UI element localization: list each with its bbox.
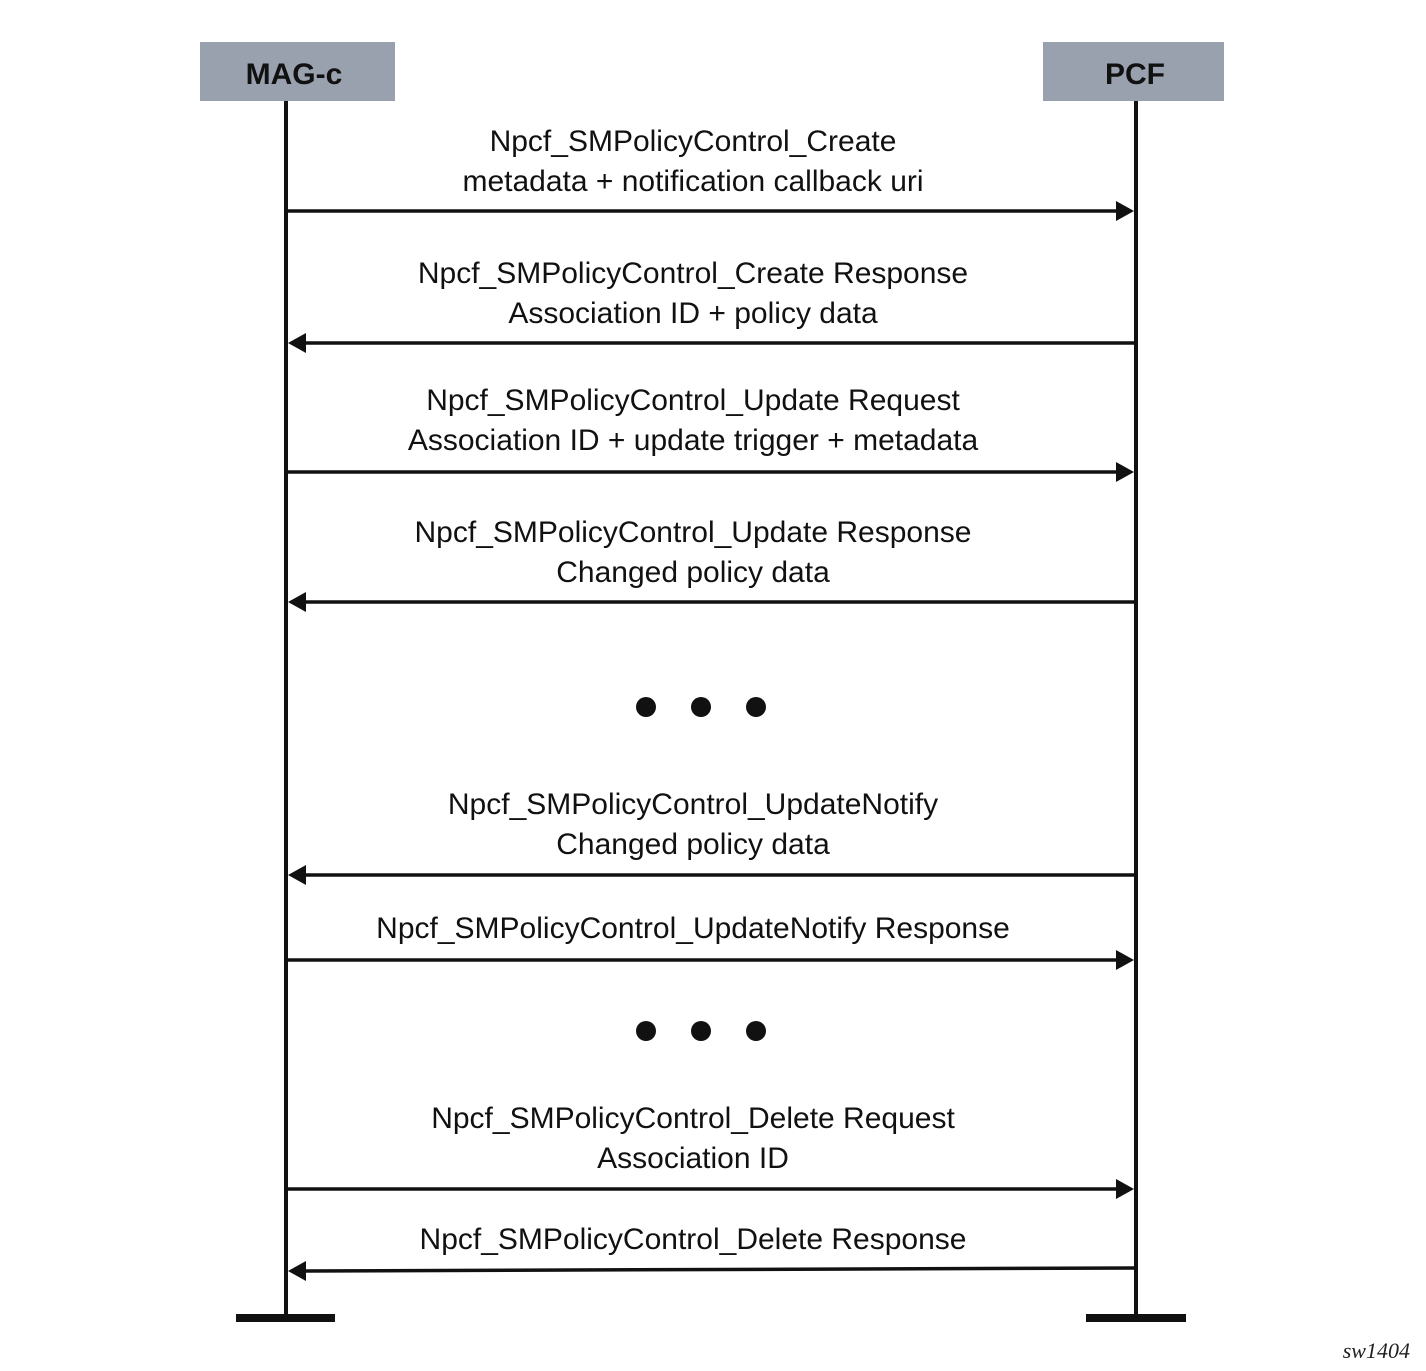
message-update-request-label: Npcf_SMPolicyControl_Update Request bbox=[426, 384, 960, 417]
arrowhead-right-icon bbox=[1116, 201, 1134, 221]
message-update-response-detail: Changed policy data bbox=[556, 556, 830, 589]
message-update-response-label: Npcf_SMPolicyControl_Update Response bbox=[415, 516, 972, 549]
participant-mag-c-box bbox=[200, 42, 395, 101]
message-update-notify-label: Npcf_SMPolicyControl_UpdateNotify bbox=[448, 788, 938, 821]
participant-pcf-box bbox=[1043, 42, 1224, 101]
arrowhead-left-icon bbox=[288, 333, 306, 353]
arrowhead-left-icon bbox=[288, 592, 306, 612]
message-delete-request-detail: Association ID bbox=[597, 1142, 789, 1175]
ellipsis-dot-icon bbox=[691, 1021, 711, 1041]
arrowhead-right-icon bbox=[1116, 1179, 1134, 1199]
ellipsis-dot-icon bbox=[746, 697, 766, 717]
message-create-detail: metadata + notification callback uri bbox=[462, 165, 923, 198]
message-update-request-detail: Association ID + update trigger + metada… bbox=[408, 424, 979, 457]
arrowhead-left-icon bbox=[288, 1261, 306, 1281]
message-delete-response-arrow-line bbox=[303, 1266, 1137, 1273]
ellipsis-dot-icon bbox=[636, 1021, 656, 1041]
ellipsis-dot-icon bbox=[746, 1021, 766, 1041]
message-update-notify-response-label: Npcf_SMPolicyControl_UpdateNotify Respon… bbox=[376, 912, 1010, 945]
message-update-request: Npcf_SMPolicyControl_Update Request Asso… bbox=[286, 384, 1134, 482]
message-delete-response-label: Npcf_SMPolicyControl_Delete Response bbox=[420, 1223, 967, 1256]
ellipsis-dot-icon bbox=[636, 697, 656, 717]
message-delete-request: Npcf_SMPolicyControl_Delete Request Asso… bbox=[286, 1102, 1134, 1199]
message-create-response-detail: Association ID + policy data bbox=[508, 297, 878, 330]
arrowhead-right-icon bbox=[1116, 462, 1134, 482]
ellipsis-marker bbox=[636, 697, 766, 717]
message-create-label: Npcf_SMPolicyControl_Create bbox=[490, 125, 897, 158]
figure-id: sw1404 bbox=[1343, 1338, 1410, 1363]
arrowhead-right-icon bbox=[1116, 950, 1134, 970]
message-delete-response: Npcf_SMPolicyControl_Delete Response bbox=[288, 1223, 1137, 1281]
arrowhead-left-icon bbox=[288, 865, 306, 885]
message-create: Npcf_SMPolicyControl_Create metadata + n… bbox=[286, 125, 1134, 221]
message-create-response: Npcf_SMPolicyControl_Create Response Ass… bbox=[288, 257, 1136, 353]
message-update-response: Npcf_SMPolicyControl_Update Response Cha… bbox=[288, 516, 1136, 612]
ellipsis-marker bbox=[636, 1021, 766, 1041]
message-create-response-label: Npcf_SMPolicyControl_Create Response bbox=[418, 257, 968, 290]
message-update-notify: Npcf_SMPolicyControl_UpdateNotify Change… bbox=[288, 788, 1136, 885]
message-update-notify-response: Npcf_SMPolicyControl_UpdateNotify Respon… bbox=[286, 912, 1134, 970]
participant-mag-c-label: MAG-c bbox=[246, 58, 343, 91]
participant-pcf-label: PCF bbox=[1105, 58, 1165, 91]
ellipsis-dot-icon bbox=[691, 697, 711, 717]
message-update-notify-detail: Changed policy data bbox=[556, 828, 830, 861]
message-delete-request-label: Npcf_SMPolicyControl_Delete Request bbox=[431, 1102, 955, 1135]
